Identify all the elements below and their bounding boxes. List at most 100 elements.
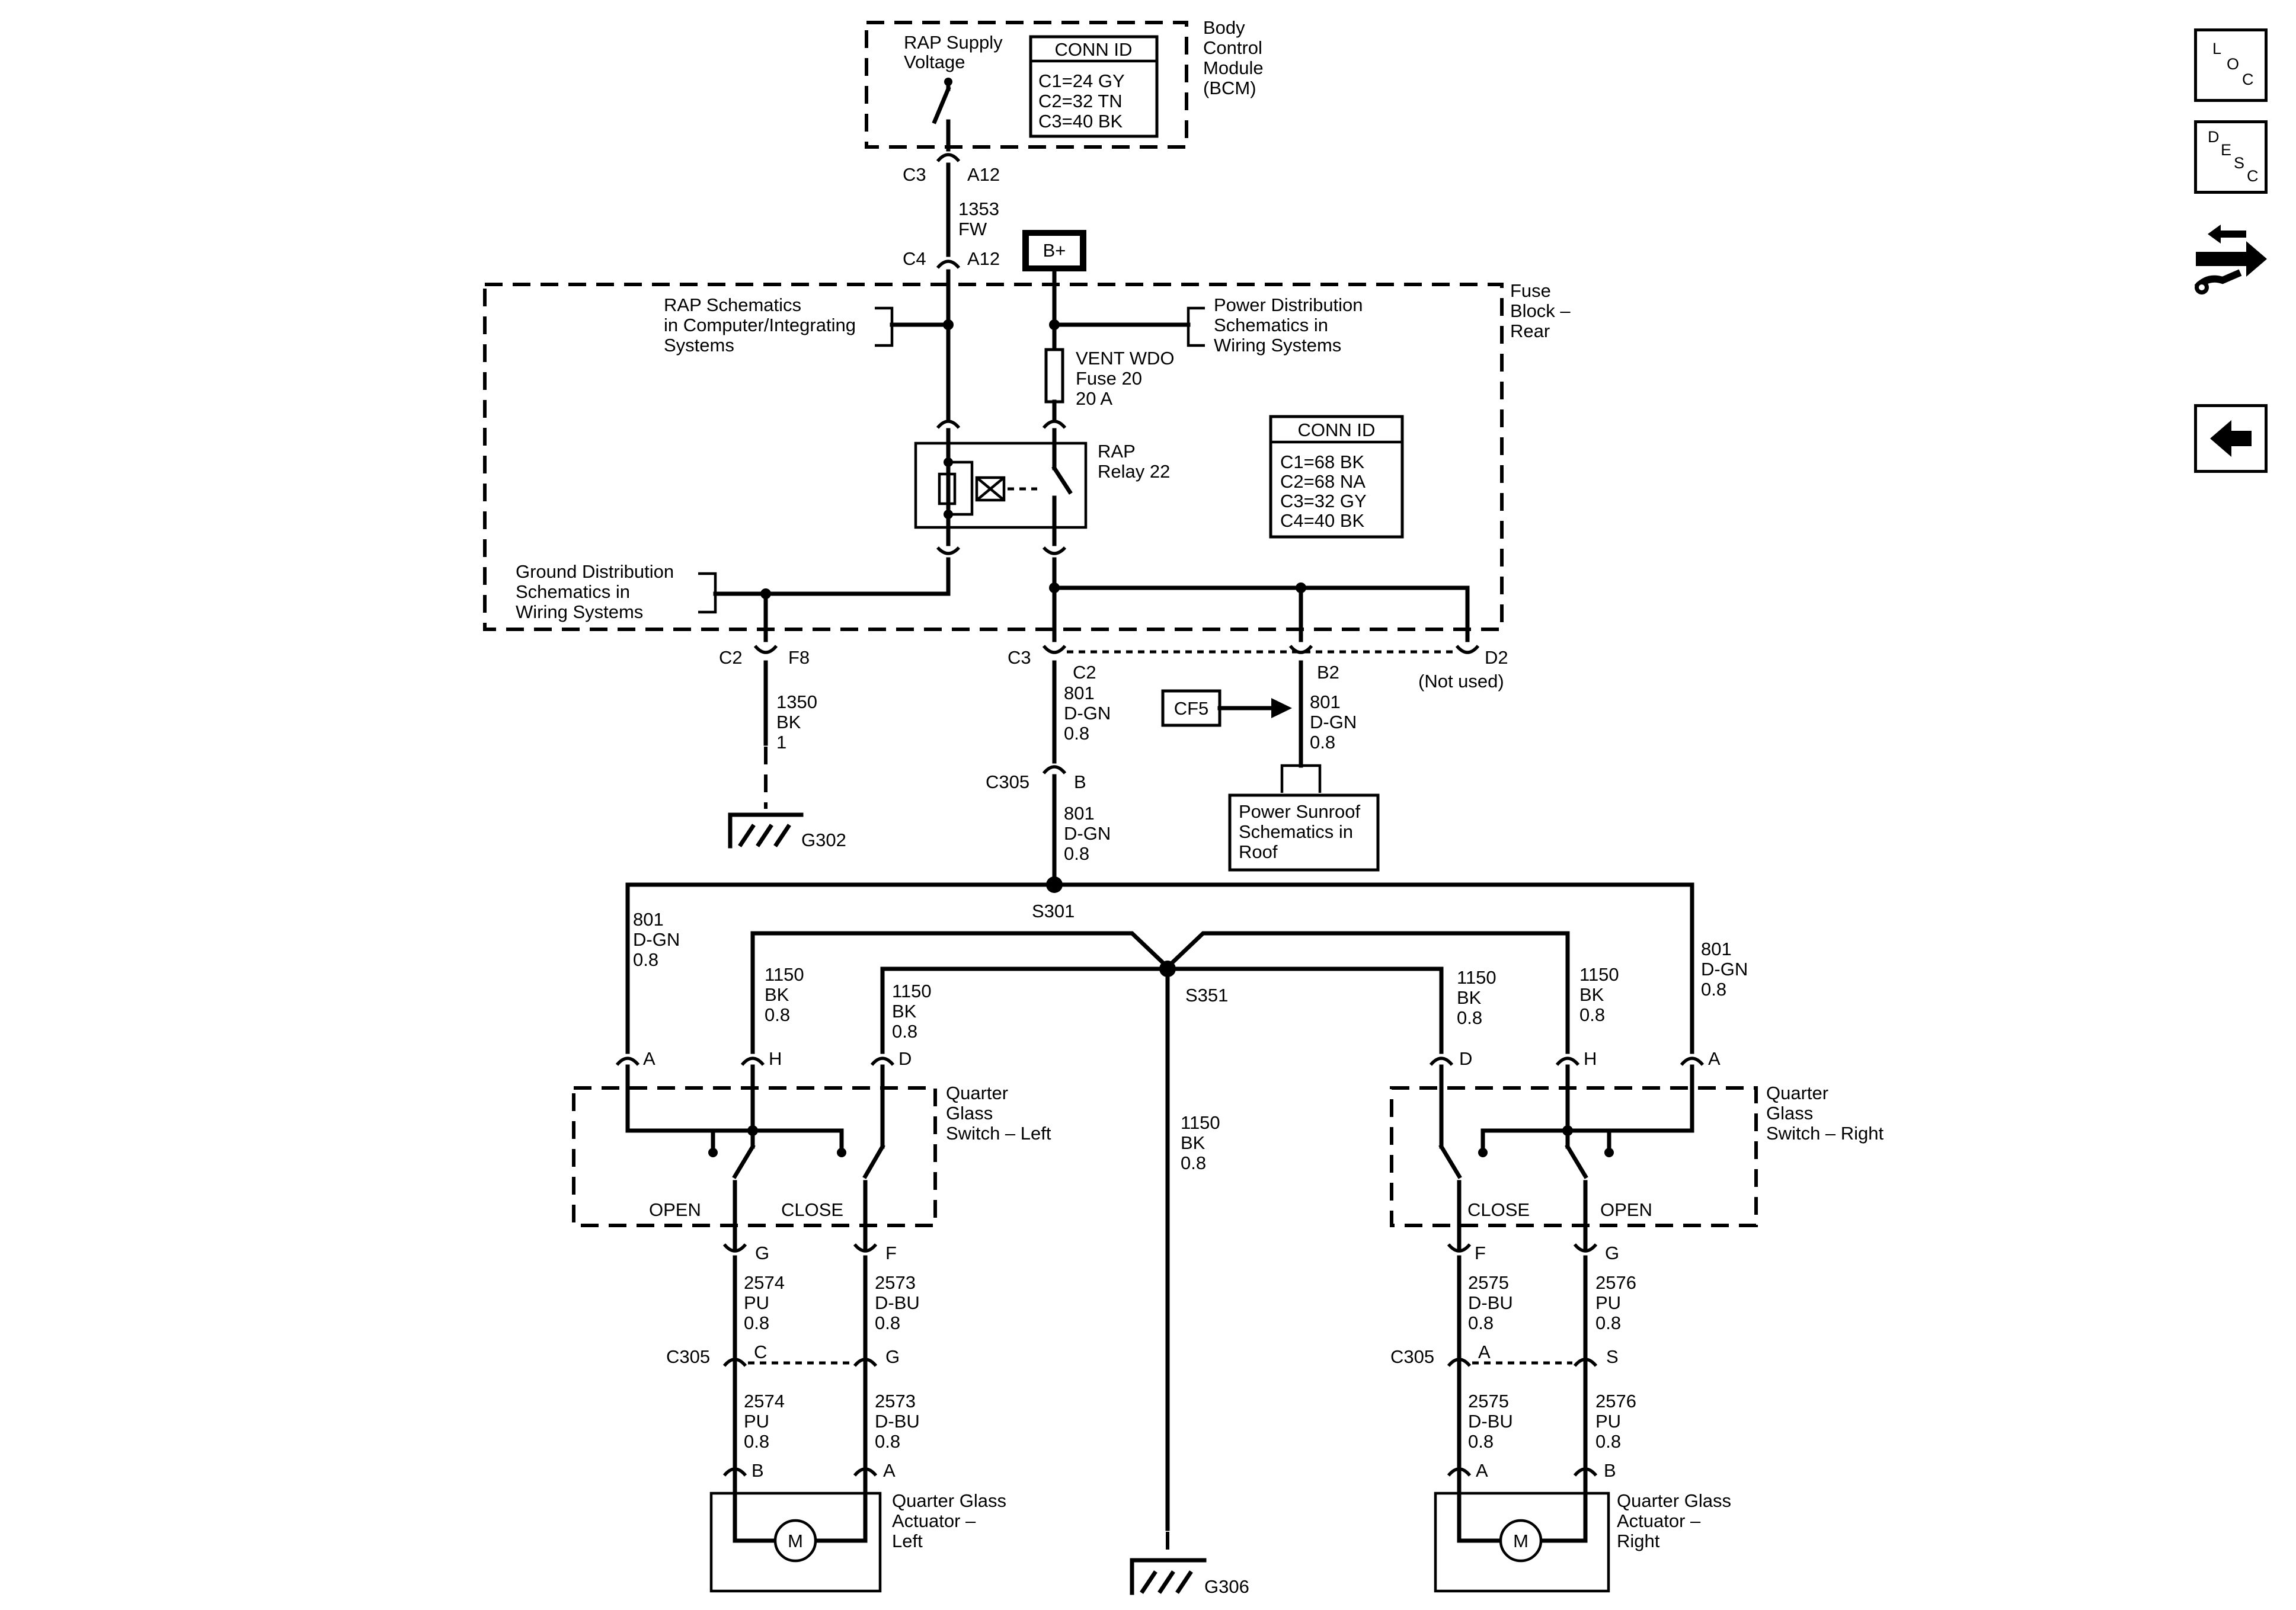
svg-text:PU: PU xyxy=(744,1411,769,1432)
switch-right-pins-top: D H A xyxy=(1429,1048,1721,1069)
switch-right-internals: CLOSE OPEN xyxy=(1438,1064,1694,1250)
relay-switch xyxy=(1051,428,1073,546)
svg-text:G306: G306 xyxy=(1204,1576,1249,1597)
svg-text:0.8: 0.8 xyxy=(1468,1313,1494,1333)
svg-text:C3=40 BK: C3=40 BK xyxy=(1038,111,1123,132)
rap-schematics-ref: RAP Schematics in Computer/Integrating S… xyxy=(664,295,856,356)
arrow-left-icon xyxy=(2210,420,2252,457)
switch-left-name: Quarter Glass Switch – Left xyxy=(946,1083,1051,1144)
connector-label-c2-left: C2 xyxy=(719,647,743,668)
svg-text:Quarter Glass: Quarter Glass xyxy=(1617,1490,1731,1511)
svg-text:0.8: 0.8 xyxy=(1064,723,1089,744)
svg-text:C: C xyxy=(754,1342,767,1362)
svg-text:2576: 2576 xyxy=(1595,1272,1636,1293)
relay-connector-bottom-left xyxy=(936,546,961,555)
wrench-arrows-icon[interactable] xyxy=(2190,216,2273,299)
svg-text:Control: Control xyxy=(1203,37,1262,58)
back-button[interactable] xyxy=(2194,404,2268,473)
svg-text:PU: PU xyxy=(744,1292,769,1313)
svg-text:D-GN: D-GN xyxy=(1701,959,1748,980)
svg-text:Glass: Glass xyxy=(1766,1103,1813,1124)
actuator-right-name: Quarter Glass Actuator – Right xyxy=(1617,1490,1731,1551)
svg-text:Voltage: Voltage xyxy=(904,52,965,72)
svg-text:(BCM): (BCM) xyxy=(1203,78,1256,98)
svg-text:RAP Supply: RAP Supply xyxy=(904,32,1003,53)
svg-text:0.8: 0.8 xyxy=(1064,843,1089,864)
switch-left-pins-bottom: G F xyxy=(722,1243,897,1263)
svg-text:B: B xyxy=(752,1460,764,1481)
svg-text:A: A xyxy=(643,1048,655,1069)
fuse-block-conn-id-table: CONN ID C1=68 BK C2=68 NA C3=32 GY C4=40… xyxy=(1269,415,1404,539)
pin-label-b2: B2 xyxy=(1317,662,1339,683)
svg-text:801: 801 xyxy=(1064,803,1095,824)
svg-text:Actuator –: Actuator – xyxy=(892,1510,976,1531)
loc-button[interactable]: L O C xyxy=(2194,28,2268,102)
svg-text:Wiring Systems: Wiring Systems xyxy=(1214,335,1341,356)
cf5-ref: CF5 xyxy=(1161,689,1292,727)
svg-text:0.8: 0.8 xyxy=(744,1313,769,1333)
svg-text:CONN ID: CONN ID xyxy=(1055,39,1133,60)
svg-text:VENT WDO: VENT WDO xyxy=(1076,348,1175,369)
fuse-block-name: Fuse Block – Rear xyxy=(1510,280,1571,341)
svg-text:BK: BK xyxy=(1181,1132,1205,1153)
svg-text:2574: 2574 xyxy=(744,1391,785,1411)
svg-text:S: S xyxy=(1606,1346,1619,1367)
wire-label-801-a: 801 D-GN 0.8 xyxy=(1064,683,1111,744)
connector-c305-right: C305 A S xyxy=(1390,1342,1619,1367)
svg-text:D: D xyxy=(898,1048,912,1069)
switch-left-pins-top: A H D xyxy=(615,1048,912,1069)
connector-label-c3: C3 xyxy=(903,164,926,185)
svg-text:Wiring Systems: Wiring Systems xyxy=(516,601,643,622)
svg-text:0.8: 0.8 xyxy=(1595,1313,1621,1333)
bcm-supply-switch xyxy=(932,78,952,152)
svg-text:1350: 1350 xyxy=(776,692,817,712)
connector-c3-c2 xyxy=(1042,645,1067,654)
svg-text:801: 801 xyxy=(1064,683,1095,703)
svg-text:C2=68 NA: C2=68 NA xyxy=(1280,471,1366,492)
connector-label-c3-mid: C3 xyxy=(1008,647,1031,668)
svg-text:D-BU: D-BU xyxy=(875,1411,920,1432)
fuse-label: VENT WDO Fuse 20 20 A xyxy=(1076,348,1175,409)
connector-c3-a12 xyxy=(936,153,961,162)
relay-connector-bottom-right xyxy=(1042,546,1067,555)
desc-button[interactable]: D E S C xyxy=(2194,120,2268,194)
desc-letter-s: S xyxy=(2234,154,2245,172)
loc-letter-c: C xyxy=(2242,71,2254,88)
svg-text:Rear: Rear xyxy=(1510,321,1550,341)
svg-text:C1=24 GY: C1=24 GY xyxy=(1038,71,1125,91)
svg-text:2574: 2574 xyxy=(744,1272,785,1293)
svg-text:20 A: 20 A xyxy=(1076,388,1112,409)
svg-text:1353: 1353 xyxy=(958,199,999,219)
svg-text:PU: PU xyxy=(1595,1411,1621,1432)
pin-label-f8: F8 xyxy=(788,647,810,668)
wire-label-2575-a: 2575 D-BU 0.8 xyxy=(1468,1272,1513,1333)
ground-g302: G302 xyxy=(728,812,846,850)
desc-letter-e: E xyxy=(2221,141,2232,159)
switch-right-pins-bottom: F G xyxy=(1447,1243,1619,1263)
svg-text:Module: Module xyxy=(1203,57,1264,78)
quarter-glass-switch-right xyxy=(1390,1086,1758,1227)
svg-text:Power Distribution: Power Distribution xyxy=(1214,295,1363,315)
actuator-left-name: Quarter Glass Actuator – Left xyxy=(892,1490,1006,1551)
not-used-label: (Not used) xyxy=(1418,671,1504,692)
wire-label-1150-l2: 1150 BK 0.8 xyxy=(892,981,932,1042)
wire-label-2573-a: 2573 D-BU 0.8 xyxy=(875,1272,920,1333)
svg-text:D-GN: D-GN xyxy=(1310,712,1357,732)
fuse-block-outline xyxy=(483,283,1504,631)
svg-text:2573: 2573 xyxy=(875,1391,916,1411)
svg-text:A: A xyxy=(1478,1342,1491,1362)
svg-text:PU: PU xyxy=(1595,1292,1621,1313)
svg-text:2575: 2575 xyxy=(1468,1272,1509,1293)
svg-text:Block –: Block – xyxy=(1510,300,1571,321)
wire-label-1350: 1350 BK 1 xyxy=(776,692,817,753)
svg-text:Schematics in: Schematics in xyxy=(1239,821,1353,842)
svg-text:Roof: Roof xyxy=(1239,841,1278,862)
desc-letter-d: D xyxy=(2208,128,2220,146)
loc-letter-o: O xyxy=(2227,55,2240,73)
battery-b-plus: B+ xyxy=(1022,230,1086,271)
svg-text:0.8: 0.8 xyxy=(1701,979,1726,1000)
svg-text:Actuator –: Actuator – xyxy=(1617,1510,1701,1531)
svg-text:D-BU: D-BU xyxy=(875,1292,920,1313)
svg-text:CF5: CF5 xyxy=(1174,698,1209,719)
